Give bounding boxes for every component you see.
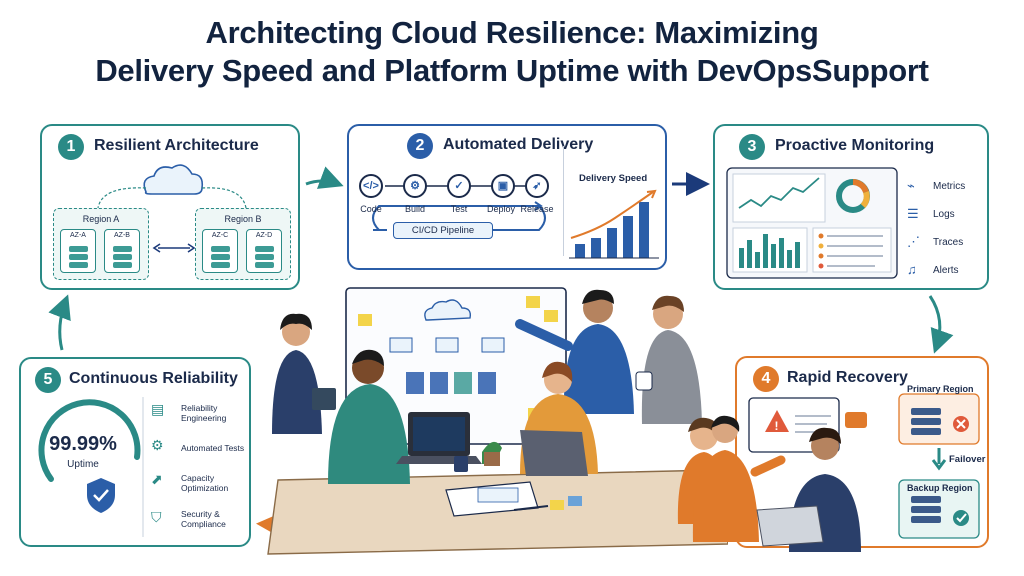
cloud-icon: [143, 164, 204, 195]
chart-title: Delivery Speed: [579, 173, 648, 184]
step-badge-3: 3: [739, 134, 765, 160]
monitor-traces: Traces: [933, 237, 964, 248]
shield-icon: [87, 478, 115, 513]
step-badge-2: 2: [407, 133, 433, 159]
panel-4-title: Rapid Recovery: [787, 369, 908, 386]
growth-icon: ⬈: [151, 471, 163, 487]
az-a: AZ-A: [60, 229, 96, 273]
arrow-1-to-2: [305, 166, 344, 189]
stage-release: Release: [520, 204, 554, 214]
uptime-value: 99.99%: [49, 433, 117, 455]
step-badge-1: 1: [58, 134, 84, 160]
item-automated-tests: Automated Tests: [181, 443, 245, 453]
backup-region-label: Backup Region: [907, 483, 973, 493]
recovery-team-illustration: [692, 415, 861, 552]
item-reliability-engineering: Reliability Engineering: [181, 403, 227, 423]
warning-icon: [765, 410, 789, 432]
monitor-metrics: Metrics: [933, 181, 966, 192]
panel-proactive-monitoring: 3 Proactive Monitoring ⌁ Metrics ☰ Logs …: [713, 124, 989, 290]
shield-check-icon: ⛉: [151, 509, 162, 525]
az-d: AZ-D: [246, 229, 282, 273]
page-title: Architecting Cloud Resilience: Maximizin…: [0, 14, 1024, 90]
arrow-5-to-1: [48, 294, 71, 351]
gear-icon: ⚙: [403, 174, 427, 198]
item-capacity-optimization: Capacity Optimization: [181, 473, 229, 493]
primary-region-label: Primary Region: [907, 384, 974, 394]
stage-deploy: Deploy: [486, 204, 515, 214]
panel-resilient-architecture: 1 Resilient Architecture Region A AZ-A A…: [40, 124, 300, 290]
region-b: Region B AZ-C AZ-D: [195, 208, 291, 280]
az-c: AZ-C: [202, 229, 238, 273]
check-icon: [953, 510, 969, 526]
pulse-icon: ⌁: [907, 178, 915, 193]
rocket-icon: ➶: [525, 174, 549, 198]
panel-3-title: Proactive Monitoring: [775, 137, 935, 154]
cicd-pipeline-label: CI/CD Pipeline: [393, 222, 493, 239]
item-security-compliance: Security & Compliance: [181, 509, 226, 529]
title-line-2: Delivery Speed and Platform Uptime with …: [95, 53, 929, 88]
stage-test: Test: [450, 204, 468, 214]
architecture-diagram: [97, 164, 247, 253]
failover-label: Failover: [949, 454, 986, 465]
panel-continuous-reliability: 5 Continuous Reliability 99.99% Uptime ▤…: [19, 357, 251, 547]
network-icon: ⋰: [907, 234, 920, 249]
code-icon: </>: [359, 174, 383, 198]
team-illustration: [267, 287, 728, 555]
monitor-logs: Logs: [933, 209, 955, 220]
arrow-3-to-4: [928, 295, 954, 354]
panel-1-title: Resilient Architecture: [94, 137, 259, 154]
stage-code: Code: [360, 204, 382, 214]
bell-icon: ♫: [907, 262, 917, 277]
region-a-label: Region A: [82, 214, 120, 224]
gears-icon: ⚙: [151, 437, 164, 453]
box-icon: ▣: [491, 174, 515, 198]
az-b: AZ-B: [104, 229, 140, 273]
monitor-alerts: Alerts: [933, 265, 959, 276]
delivery-speed-chart: [569, 189, 659, 259]
panel-5-title: Continuous Reliability: [69, 370, 238, 387]
step-badge-4: 4: [753, 366, 779, 392]
step-badge-5: 5: [35, 367, 61, 393]
list-icon: ☰: [907, 206, 919, 221]
region-a: Region A AZ-A AZ-B: [53, 208, 149, 280]
svg-text:!: !: [775, 419, 779, 433]
title-line-1: Architecting Cloud Resilience: Maximizin…: [205, 15, 819, 50]
server-icon: [69, 246, 88, 252]
clipboard-icon: ▤: [151, 401, 165, 417]
panel-automated-delivery: 2 Automated Delivery </> ⚙ ✓ ▣ ➶ Code Bu…: [347, 124, 667, 270]
stage-build: Build: [404, 204, 425, 214]
check-icon: ✓: [447, 174, 471, 198]
uptime-label: Uptime: [67, 459, 99, 470]
panel-2-title: Automated Delivery: [443, 136, 594, 153]
monitoring-dashboard: [726, 167, 898, 279]
region-b-label: Region B: [224, 214, 262, 224]
